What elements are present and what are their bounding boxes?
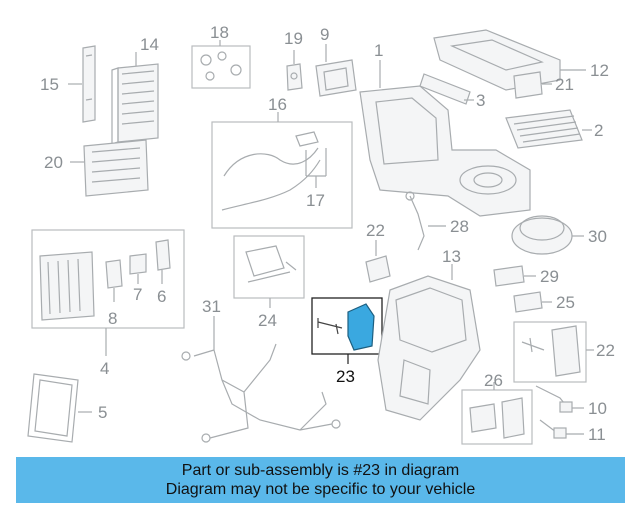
callout-18: 18 <box>210 23 229 42</box>
part-connector-10 <box>535 385 584 413</box>
part-cabin-filter <box>505 109 592 149</box>
callout-3: 3 <box>476 91 485 110</box>
callout-17: 17 <box>306 191 325 210</box>
callout-9: 9 <box>320 25 329 44</box>
callout-16: 16 <box>268 95 287 114</box>
part-hose-assembly <box>211 112 353 229</box>
callout-24: 22 <box>366 221 385 240</box>
callout-28: 28 <box>450 217 469 236</box>
callout-2: 2 <box>594 121 603 140</box>
part-connector-11 <box>539 419 584 439</box>
callout-19: 19 <box>284 29 303 48</box>
part-blower-motor <box>511 215 584 255</box>
callout-15: 15 <box>40 75 59 94</box>
callout-20: 20 <box>44 153 63 172</box>
callout-5: 5 <box>98 403 107 422</box>
info-banner: Part or sub-assembly is #23 in diagram D… <box>16 457 625 503</box>
callout-22: 22 <box>596 341 615 360</box>
callout-31: 31 <box>202 297 221 316</box>
part-gasket-9 <box>315 44 357 97</box>
callout-4: 4 <box>100 359 109 378</box>
callout-21: 21 <box>555 75 574 94</box>
part-lower-housing-13 <box>377 264 481 421</box>
part-bracket-15 <box>68 45 96 123</box>
part-heater-core <box>111 52 159 145</box>
part-clip-19 <box>286 50 303 91</box>
callout-11: 11 <box>588 425 606 444</box>
callout-1: 1 <box>374 41 383 60</box>
callout-27: 26 <box>484 371 503 390</box>
callout-12: 12 <box>590 61 609 80</box>
part-module-25 <box>513 291 552 313</box>
callout-25: 25 <box>556 293 575 312</box>
part-23-highlight <box>311 297 383 364</box>
part-group-22 <box>513 321 594 383</box>
part-seal-3 <box>419 73 474 105</box>
callout-8: 8 <box>108 309 117 328</box>
callout-30: 29 <box>540 267 559 286</box>
part-group-4 <box>31 229 185 356</box>
part-actuator-24 <box>365 240 391 283</box>
part-hardware-kit <box>191 40 251 89</box>
callout-13: 13 <box>442 247 461 266</box>
part-rod-28 <box>405 191 446 251</box>
part-evaporator <box>70 139 149 197</box>
callout-23: 23 <box>336 367 355 386</box>
callout-6: 6 <box>157 287 166 306</box>
part-group-27 <box>461 382 533 445</box>
part-valve-17 <box>305 148 327 188</box>
part-wiring-31 <box>181 316 341 443</box>
callout-26: 24 <box>258 311 277 330</box>
callout-14: 14 <box>140 35 159 54</box>
callout-29: 30 <box>588 227 607 246</box>
callout-10: 10 <box>588 399 607 418</box>
part-resistor-30 <box>493 265 536 287</box>
part-hvac-housing <box>359 60 531 217</box>
part-group-26 <box>233 235 305 308</box>
part-sensor-21 <box>513 71 552 99</box>
callout-7: 7 <box>133 285 142 304</box>
banner-line-1: Part or sub-assembly is #23 in diagram <box>181 462 460 479</box>
part-frame-5 <box>27 373 92 443</box>
banner-line-2: Diagram may not be specific to your vehi… <box>165 481 476 498</box>
